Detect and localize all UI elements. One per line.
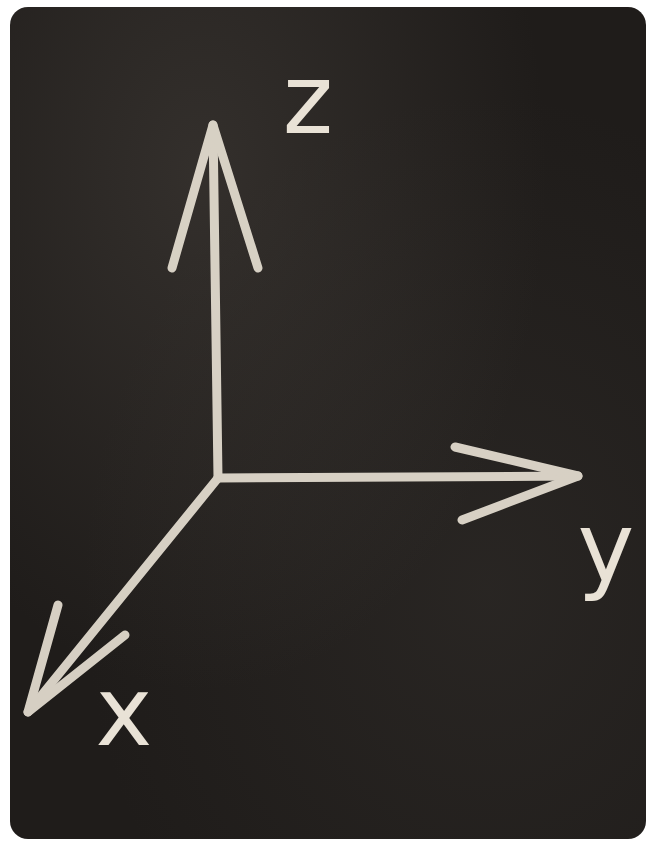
axis-label: y xyxy=(578,500,635,596)
axis-label-holder: z xyxy=(283,52,333,148)
axis-label-holder: x xyxy=(96,664,153,760)
axis-label: x xyxy=(96,664,153,760)
y-axis xyxy=(218,476,578,478)
axis-label-holder: y xyxy=(578,500,635,596)
axis-label: z xyxy=(283,52,333,148)
z-axis xyxy=(213,125,218,478)
y-arrowhead xyxy=(455,447,578,520)
z-arrowhead xyxy=(172,125,258,268)
